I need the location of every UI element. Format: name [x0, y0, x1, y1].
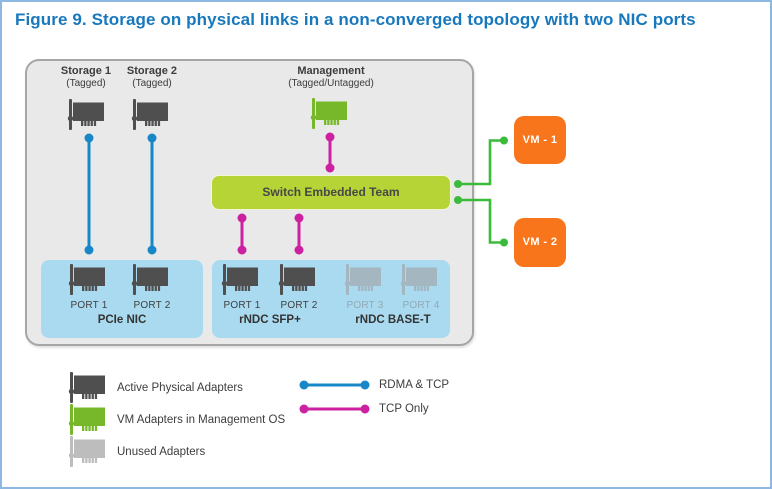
rndc-sfp-group-label: rNDC SFP+	[239, 314, 301, 326]
legend-active-label: Active Physical Adapters	[117, 382, 243, 394]
legend-tcp-line	[299, 404, 370, 414]
storage-1-tag: (Tagged)	[66, 78, 106, 89]
rndc-sfp-port-1-adapter-icon	[219, 264, 265, 296]
vm-2-box: VM - 2	[514, 218, 566, 267]
rndc-sfp-port-2-adapter-icon	[276, 264, 322, 296]
switch-embedded-team-box: Switch Embedded Team	[211, 175, 451, 210]
rndc-baset-group-label: rNDC BASE-T	[355, 314, 431, 326]
pcie-port-2-label: PORT 2	[133, 300, 171, 311]
management-name: Management	[297, 65, 365, 77]
pcie-nic-group-label: PCIe NIC	[97, 314, 147, 326]
legend-unused-adapter-icon	[66, 436, 112, 468]
storage-2-tag: (Tagged)	[132, 78, 172, 89]
pcie-port-2-adapter-icon	[129, 264, 175, 296]
storage-1-name: Storage 1	[60, 65, 112, 77]
legend-rdma-tcp-label: RDMA & TCP	[379, 379, 450, 391]
legend-rdma-line	[299, 380, 370, 390]
legend-tcp-only-label: TCP Only	[379, 403, 429, 415]
rndc-baset-port-4-label: PORT 4	[402, 300, 440, 311]
rndc-sfp-port-2-label: PORT 2	[280, 300, 318, 311]
management-label: Management (Tagged/Untagged)	[271, 65, 391, 90]
pcie-nic-box	[41, 260, 203, 338]
legend-unused-label: Unused Adapters	[117, 446, 206, 458]
rndc-sfp-port-1-label: PORT 1	[223, 300, 261, 311]
storage-2-label: Storage 2 (Tagged)	[114, 65, 190, 90]
figure-title: Figure 9. Storage on physical links in a…	[15, 10, 696, 29]
rndc-baset-port-3-adapter-icon	[342, 264, 388, 296]
pcie-port-1-adapter-icon	[66, 264, 112, 296]
rndc-baset-port-4-adapter-icon	[398, 264, 444, 296]
storage-2-adapter-icon	[129, 99, 175, 131]
legend-vm-adapter-icon	[66, 404, 112, 436]
storage-1-adapter-icon	[65, 99, 111, 131]
rndc-baset-port-3-label: PORT 3	[346, 300, 384, 311]
legend-vm-label: VM Adapters in Management OS	[117, 414, 286, 426]
management-tag: (Tagged/Untagged)	[288, 78, 374, 89]
management-adapter-icon	[308, 98, 354, 130]
vm-1-box: VM - 1	[514, 116, 566, 164]
storage-2-name: Storage 2	[126, 65, 178, 77]
storage-1-label: Storage 1 (Tagged)	[48, 65, 124, 90]
pcie-port-1-label: PORT 1	[70, 300, 108, 311]
legend-active-adapter-icon	[66, 372, 112, 404]
